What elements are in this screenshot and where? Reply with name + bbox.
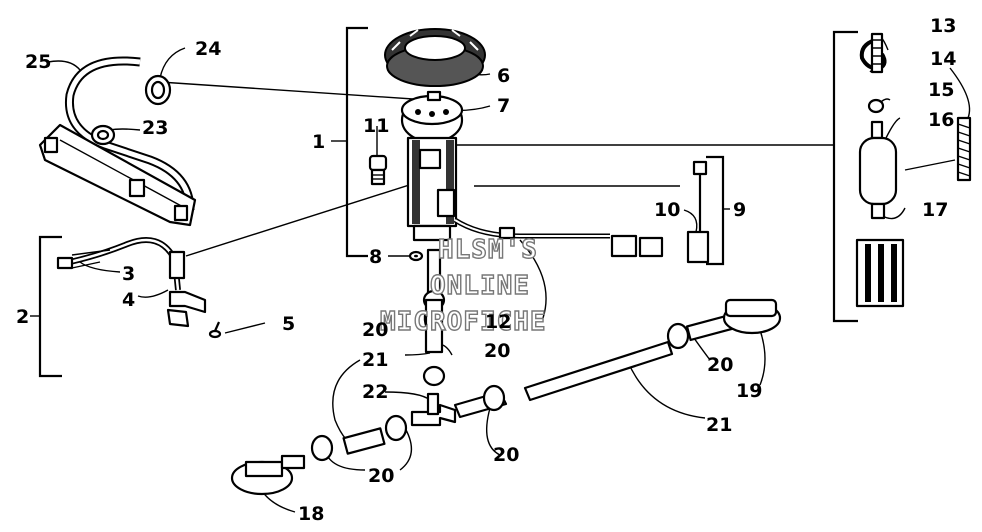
callout-20-center-top: 20: [362, 319, 388, 341]
callout-20-center: 20: [484, 340, 510, 362]
callout-labels: 1 2 3 4 5 6 7 8 9 10 11 12 13 14 15 16 1…: [16, 15, 956, 525]
clamp-20-left-b: [310, 434, 334, 462]
callout-20-left: 20: [368, 465, 394, 487]
connector-10: [686, 160, 710, 264]
fitting-18: [230, 454, 306, 496]
callout-21-left: 21: [362, 349, 388, 371]
lock-ring-6: [384, 28, 486, 87]
callout-16: 16: [928, 109, 954, 131]
hose-clamp-23: [90, 124, 116, 146]
callout-20-right: 20: [707, 354, 733, 376]
bracket-group-pump: [452, 30, 858, 323]
callout-2: 2: [16, 306, 29, 328]
callout-7: 7: [497, 95, 510, 117]
callout-24: 24: [195, 38, 221, 60]
hose-21-left: [342, 427, 386, 455]
callout-21-right: 21: [706, 414, 732, 436]
callout-22: 22: [362, 381, 388, 403]
callout-9: 9: [733, 199, 746, 221]
callout-6: 6: [497, 65, 510, 87]
watermark-line-2: ONLINE: [430, 271, 530, 301]
spring-14: [956, 116, 972, 182]
fitting-19: [685, 298, 782, 342]
washer-8: [408, 250, 424, 262]
hose-13: [859, 32, 887, 74]
sender-wire-9: [453, 217, 664, 258]
callout-10: 10: [654, 199, 680, 221]
clamp-20-left-a: [384, 414, 408, 442]
connector-4: [166, 250, 207, 328]
callout-1: 1: [312, 131, 325, 153]
bracket-group-1: [331, 26, 368, 258]
tee-fitting-22: [410, 392, 457, 427]
callout-20-bottom: 20: [493, 444, 519, 466]
callout-25: 25: [25, 51, 51, 73]
callout-8: 8: [369, 246, 382, 268]
leader-lines: [47, 35, 971, 513]
clamp-15: [867, 98, 885, 114]
callout-19: 19: [736, 380, 762, 402]
callout-11: 11: [363, 115, 389, 137]
callout-15: 15: [928, 79, 954, 101]
watermark: HLSM'S ONLINE MICROFICHE: [379, 234, 547, 337]
fuel-tube-12: [422, 248, 446, 354]
callout-12: 12: [485, 311, 511, 333]
watermark-line-1: HLSM'S: [438, 235, 538, 265]
callout-13: 13: [930, 15, 956, 37]
fuel-pump-16: [858, 120, 898, 220]
callout-3: 3: [122, 263, 135, 285]
clamp-20-center: [422, 365, 446, 387]
wire-harness-3: [56, 237, 181, 291]
bracket-group-2: [30, 235, 62, 378]
frame-rail: [38, 123, 197, 227]
fuel-pump-assembly-7: [400, 90, 464, 242]
hose-clamp-24: [144, 74, 172, 106]
watermark-line-3: MICROFICHE: [380, 307, 547, 337]
clamp-20-right-b: [666, 322, 690, 350]
callout-17: 17: [922, 199, 948, 221]
fitting-11: [368, 154, 388, 186]
bracket-group-9: [706, 155, 730, 266]
callout-5: 5: [282, 313, 295, 335]
filter-sock-17: [855, 238, 905, 308]
clamp-20-right-a: [482, 384, 506, 412]
screw-5: [208, 321, 222, 339]
callout-18: 18: [298, 503, 324, 525]
callout-23: 23: [142, 117, 168, 139]
callout-4: 4: [122, 289, 135, 311]
fuel-hose-25: [64, 56, 195, 211]
callout-14: 14: [930, 48, 956, 70]
